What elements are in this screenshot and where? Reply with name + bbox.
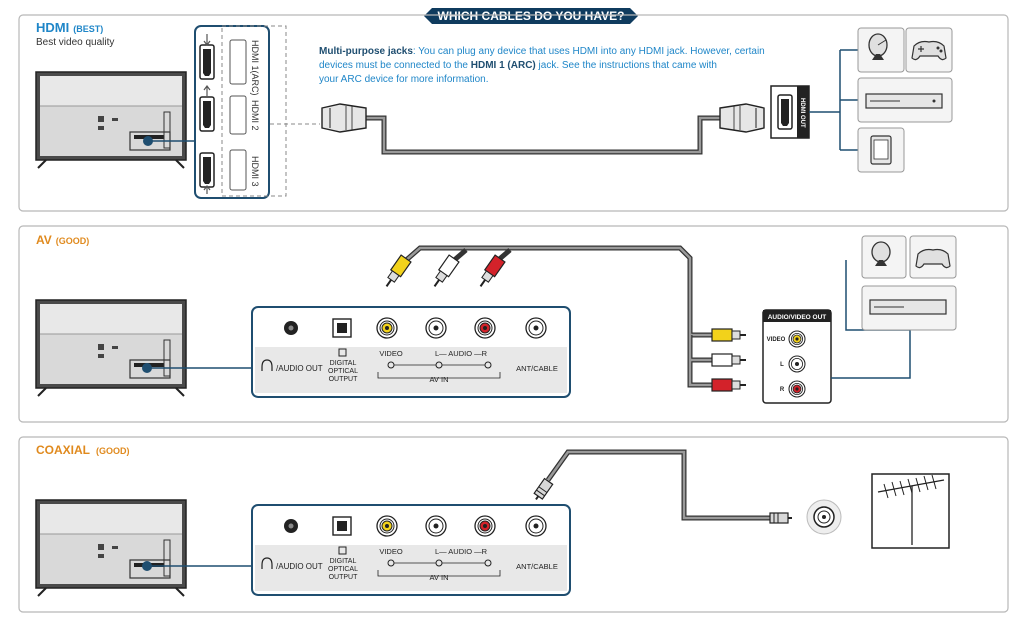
hdmi-out-label: HDMI OUT xyxy=(799,98,805,128)
av-heading: AV(GOOD) xyxy=(36,233,89,247)
hdmi-heading: HDMI(BEST) xyxy=(36,20,103,35)
coaxial-heading: COAXIAL(GOOD) xyxy=(36,443,130,457)
antenna-icon xyxy=(871,473,950,549)
coax-ant-cable-label: ANT/CABLE xyxy=(516,562,558,571)
hdmi-note-line-3: your ARC device for more information. xyxy=(319,74,489,85)
device-l-label: L xyxy=(780,362,784,368)
coax-output-label: OUTPUT xyxy=(329,574,359,581)
av-in-label: AV IN xyxy=(429,375,448,384)
av-tv-port-panel: /AUDIO OUT DIGITAL OPTICAL OUTPUT VIDEO … xyxy=(251,306,571,398)
hdmi-plug-right xyxy=(719,103,765,133)
hdmi-plug-left xyxy=(321,103,367,133)
device-video-label: VIDEO xyxy=(767,337,786,343)
coaxial-cable xyxy=(533,449,792,524)
coax-audio-lr-label: L— AUDIO —R xyxy=(435,547,488,556)
audio-out-label: /AUDIO OUT xyxy=(276,364,323,373)
hdmi-note-line-1: Multi-purpose jacks: You can plug any de… xyxy=(319,46,765,57)
audio-lr-label: L— AUDIO —R xyxy=(435,349,488,358)
hdmi-cable xyxy=(364,115,722,155)
coax-video-label: VIDEO xyxy=(379,547,403,556)
audio-video-out-label: AUDIO/VIDEO OUT xyxy=(768,314,827,321)
hdmi-note-line-2: devices must be connected to the HDMI 1 … xyxy=(319,60,717,71)
hdmi-3-label: HDMI 3 xyxy=(250,156,260,187)
ant-cable-label: ANT/CABLE xyxy=(516,364,558,373)
coax-audio-out-label: /AUDIO OUT xyxy=(276,562,323,571)
tv-hdmi xyxy=(35,71,187,169)
hdmi-port-3 xyxy=(199,152,215,188)
coaxial-section xyxy=(18,436,1009,613)
av-rca-cable xyxy=(385,245,746,392)
title-banner xyxy=(424,8,638,24)
audio-video-out-panel: AUDIO/VIDEO OUT VIDEO L R xyxy=(762,309,832,404)
optical-label: OPTICAL xyxy=(328,368,358,375)
hdmi-1-arc-label: HDMI 1(ARC) xyxy=(250,40,260,96)
av-section xyxy=(18,225,1009,423)
hdmi-section xyxy=(18,14,1009,212)
digital-label: DIGITAL xyxy=(330,360,357,367)
hdmi-port-1 xyxy=(199,44,215,80)
device-r-label: R xyxy=(780,387,785,393)
coaxial-tv-port-panel: /AUDIO OUT DIGITAL OPTICAL OUTPUT VIDEO … xyxy=(251,504,571,596)
coax-optical-label: OPTICAL xyxy=(328,566,358,573)
hdmi-port-2 xyxy=(199,96,215,132)
coax-digital-label: DIGITAL xyxy=(330,558,357,565)
tv-av xyxy=(35,299,187,397)
video-label: VIDEO xyxy=(379,349,403,358)
tv-coaxial xyxy=(35,499,187,597)
coax-av-in-label: AV IN xyxy=(429,573,448,582)
headphone-icon xyxy=(261,359,273,371)
hdmi-subtitle: Best video quality xyxy=(36,37,114,48)
hdmi-2-label: HDMI 2 xyxy=(250,100,260,131)
page-title: WHICH CABLES DO YOU HAVE? xyxy=(438,9,625,23)
output-label: OUTPUT xyxy=(329,376,359,383)
